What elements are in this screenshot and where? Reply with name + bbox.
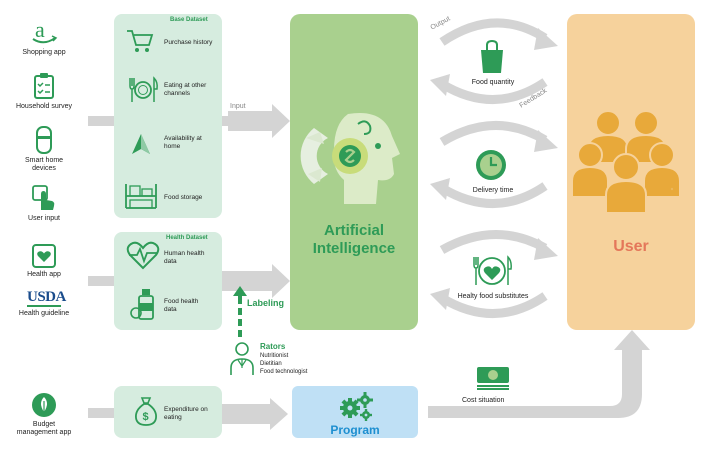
svg-text:$: $ — [143, 411, 149, 423]
shopping-bag-icon — [481, 40, 503, 73]
health-dataset-title: Health Dataset — [166, 235, 208, 241]
food-bottle-icon — [130, 289, 154, 320]
delivery-time-label: Delivery time — [472, 187, 514, 194]
heart-phone-icon — [32, 244, 56, 268]
amazon-logo-icon: a — [32, 17, 58, 44]
money-bag-icon: $ — [135, 397, 157, 426]
food-storage-label: Food storage — [164, 194, 203, 201]
base-dataset-title: Base Dataset — [170, 17, 208, 23]
food-health-data-label: Food health data — [164, 298, 199, 313]
human-health-data-label: Human health data — [164, 250, 205, 265]
ai-title: Artificial Intelligence — [290, 222, 418, 258]
cost-situation-label: Cost situation — [462, 397, 505, 404]
source-label: Health guideline — [18, 310, 70, 317]
rator-role-nutritionist: Nutritionist — [260, 353, 289, 359]
source-label: Budget management app — [16, 421, 72, 436]
availability-icon — [132, 134, 150, 154]
eating-other-channels-label: Eating at other channels — [164, 82, 207, 97]
source-budget-app: Budget management app — [4, 392, 84, 437]
plate-cutlery-icon — [129, 76, 158, 102]
healthy-plate-icon — [473, 255, 512, 285]
expenditure-label: Expenditure on eating — [164, 406, 208, 421]
health-dataset-panel: Health Dataset Human health data Food he… — [114, 232, 222, 330]
source-label: Household survey — [15, 103, 73, 110]
source-smart-home: Smart home devices — [4, 126, 84, 173]
leaf-circle-icon — [32, 393, 56, 417]
users-group-icon — [571, 110, 681, 214]
expenditure-panel: $ Expenditure on eating — [114, 386, 222, 438]
rator-person-icon — [230, 342, 254, 375]
food-quantity-label: Food quantity — [471, 79, 515, 86]
healthy-food-label: Healty food substitutes — [457, 293, 529, 300]
smart-speaker-icon — [36, 126, 52, 154]
ai-head-icon — [300, 112, 400, 204]
purchase-history-label: Purchase history — [164, 39, 213, 46]
hand-touch-icon — [32, 185, 55, 210]
clipboard-icon — [34, 73, 54, 99]
source-label: Health app — [27, 271, 61, 278]
heart-pulse-icon — [126, 241, 160, 270]
rator-role-food-technologist: Food technologist — [260, 369, 308, 375]
cash-icon — [477, 367, 509, 390]
shopping-cart-icon — [127, 30, 154, 52]
rator-role-dietitian: Dietitian — [260, 361, 282, 367]
svg-text:a: a — [35, 17, 45, 42]
ai-title-line1: Artificial — [323, 222, 384, 239]
availability-at-home-label: Availability at home — [164, 135, 202, 150]
source-label: User input — [28, 215, 60, 222]
labeling-arrow-label: Labeling — [247, 298, 285, 308]
gears-icon — [340, 392, 373, 421]
food-storage-icon — [125, 184, 157, 209]
program-title: Program — [330, 423, 380, 437]
labeling-arrow — [233, 286, 247, 304]
input-arrow-label: Input — [230, 103, 246, 110]
source-shopping-app: a Shopping app — [4, 16, 84, 57]
source-user-input: User input — [4, 184, 84, 223]
rators-title: Rators — [260, 342, 286, 351]
source-label: Shopping app — [22, 49, 66, 56]
ai-title-line2: Intelligence — [312, 240, 396, 257]
source-label: Smart home devices — [24, 157, 64, 172]
source-household-survey: Household survey — [4, 72, 84, 111]
base-dataset-panel: Base Dataset Purchase history Eating at … — [114, 14, 222, 218]
user-title: User — [613, 238, 649, 255]
source-health-app: Health app — [4, 244, 84, 279]
usda-logo: USDA — [27, 289, 66, 307]
source-health-guideline: USDA Health guideline — [4, 290, 84, 318]
clock-icon — [476, 150, 506, 180]
cost-arrow — [428, 330, 650, 418]
